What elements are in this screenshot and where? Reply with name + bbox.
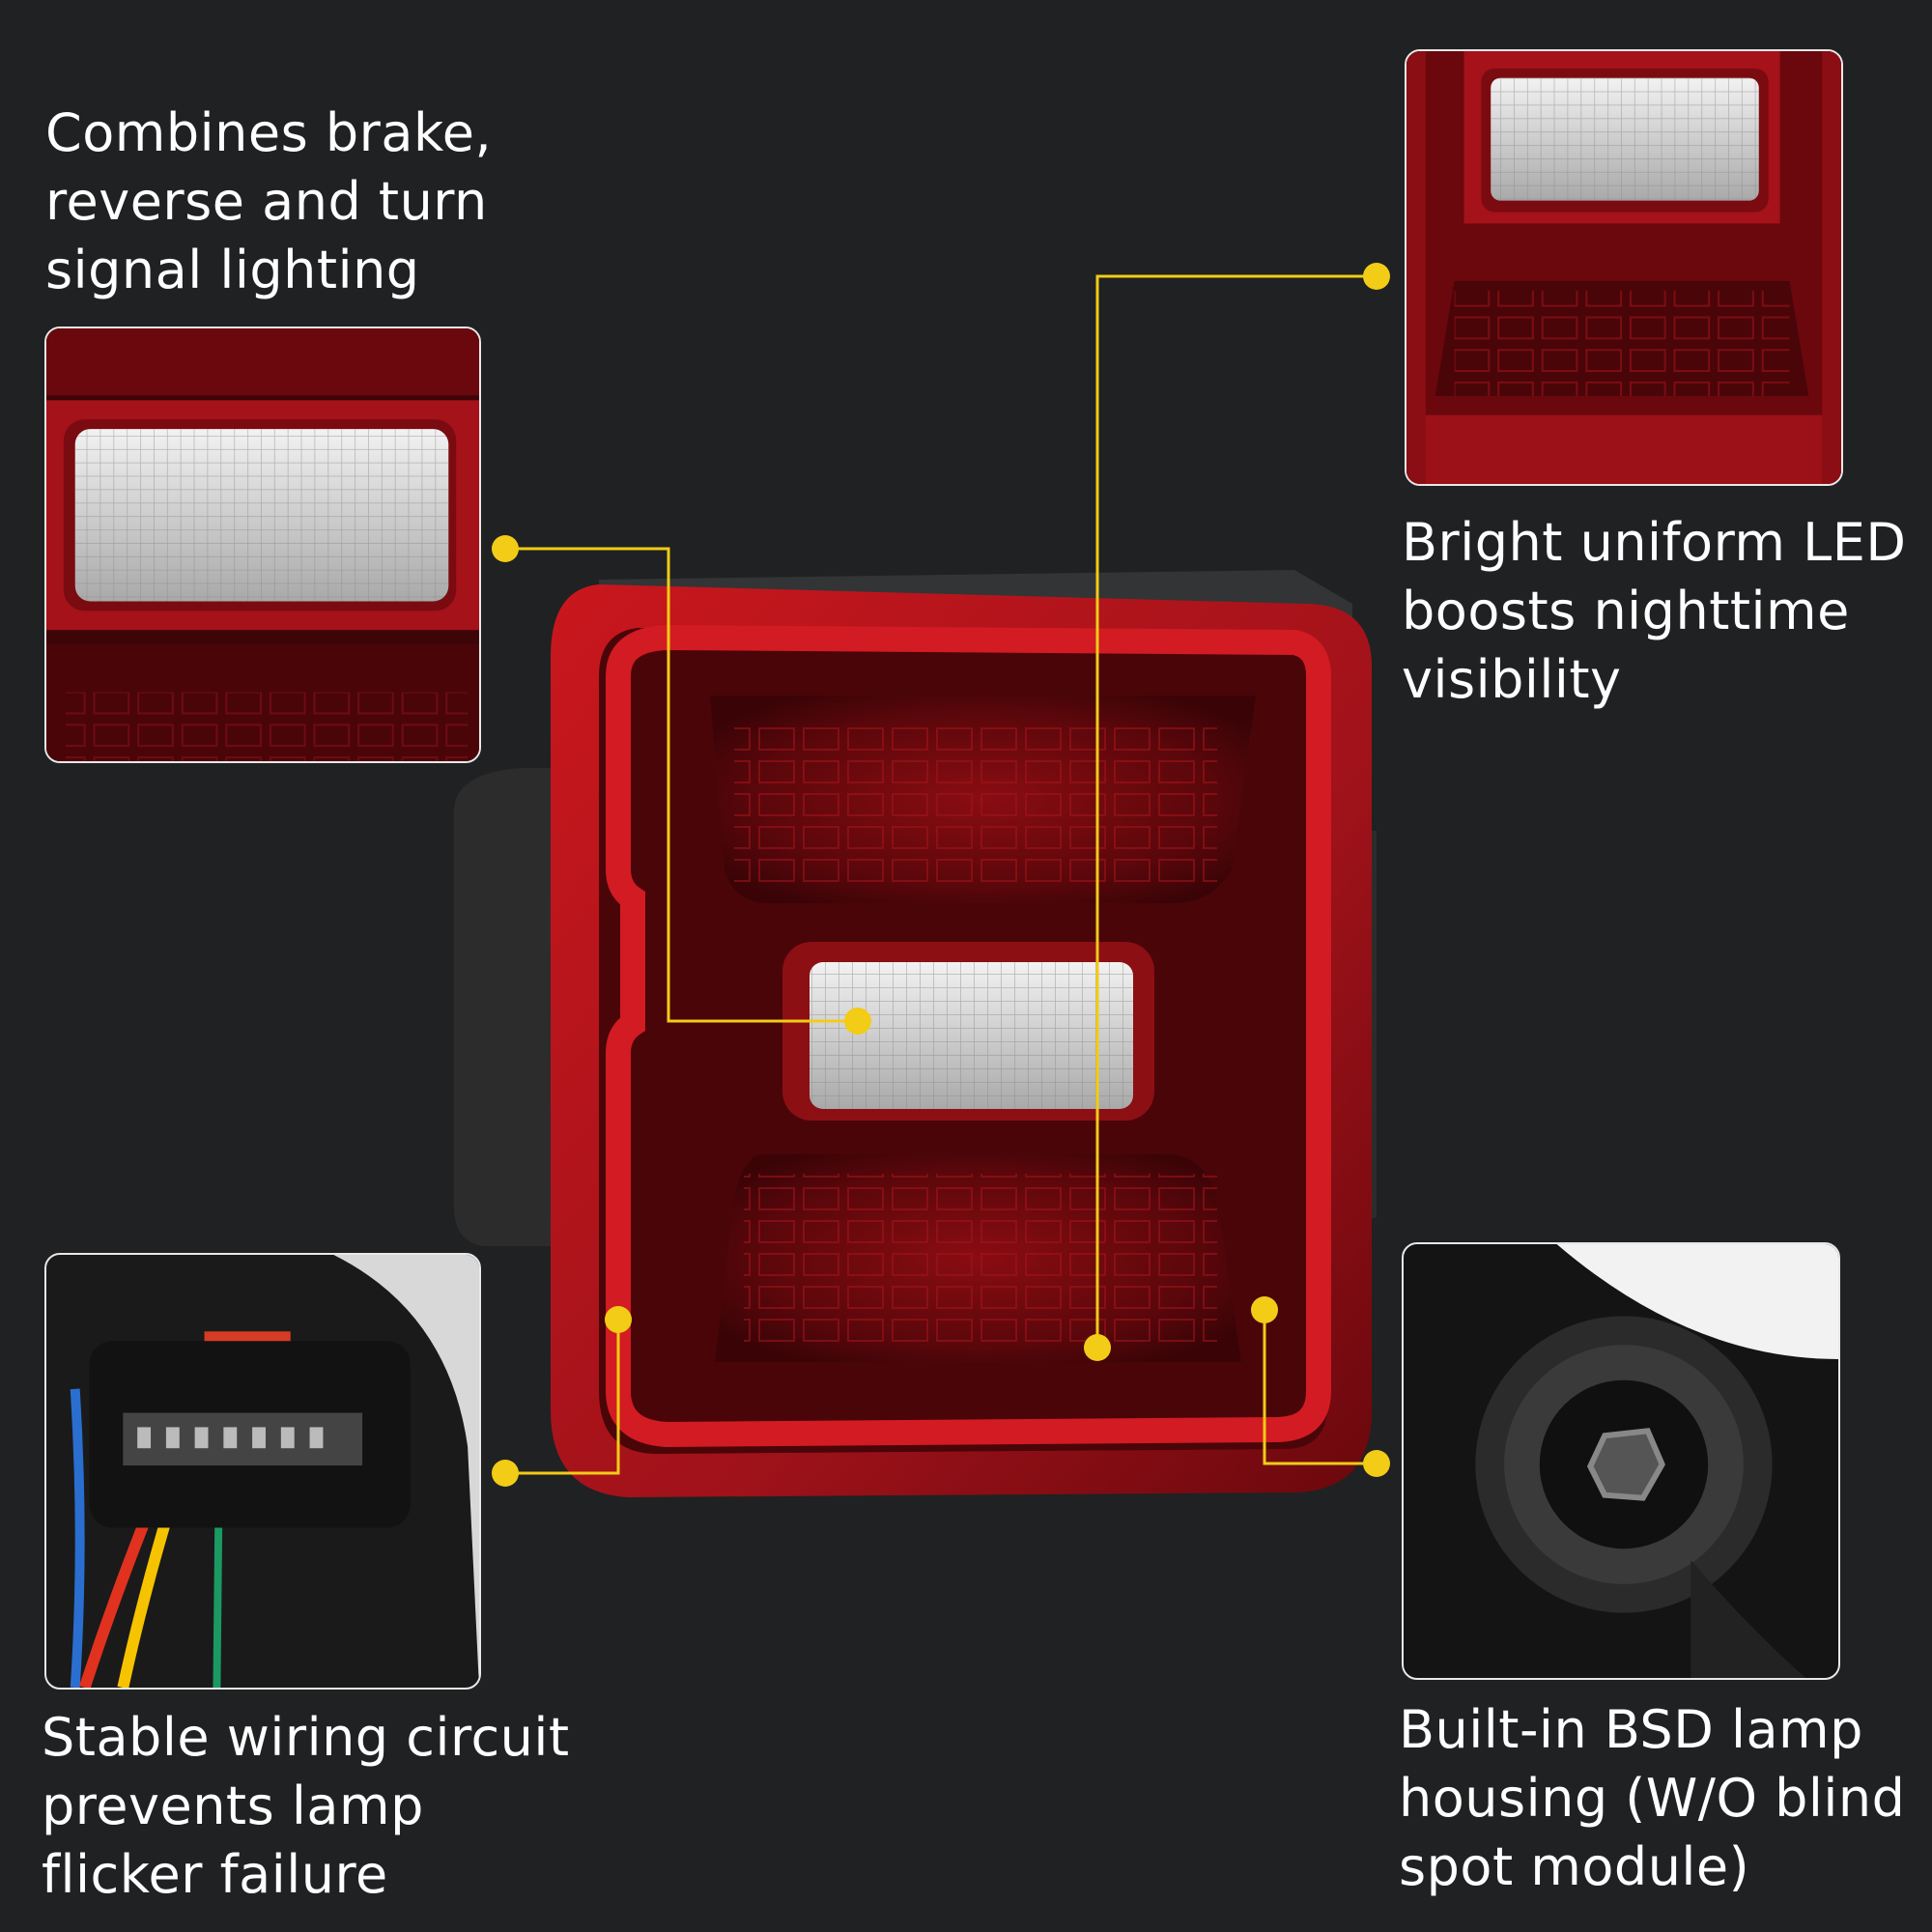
- caption-line: Combines brake,: [45, 102, 493, 163]
- caption-line: spot module): [1399, 1836, 1750, 1897]
- reverse-lens-closeup: [44, 327, 481, 763]
- caption-line: Built-in BSD lamp: [1399, 1699, 1863, 1760]
- caption-line: Stable wiring circuit: [42, 1707, 570, 1768]
- caption-bright-led: Bright uniform LED boosts nighttime visi…: [1402, 508, 1906, 714]
- caption-line: signal lighting: [45, 240, 420, 300]
- caption-line: flicker failure: [42, 1844, 388, 1905]
- caption-line: visibility: [1402, 649, 1622, 710]
- caption-line: Bright uniform LED: [1402, 512, 1907, 573]
- caption-combines-lighting: Combines brake, reverse and turn signal …: [45, 99, 492, 304]
- caption-bsd-housing: Built-in BSD lamp housing (W/O blind spo…: [1399, 1695, 1905, 1901]
- caption-line: boosts nighttime: [1402, 581, 1850, 641]
- caption-stable-wiring: Stable wiring circuit prevents lamp flic…: [42, 1703, 570, 1909]
- caption-line: prevents lamp: [42, 1776, 424, 1836]
- bsd-housing-closeup: [1402, 1242, 1840, 1680]
- wiring-connector-closeup: [44, 1253, 481, 1690]
- caption-line: housing (W/O blind: [1399, 1768, 1906, 1829]
- lamp-housing: [454, 768, 555, 1246]
- led-closeup: [1405, 49, 1843, 486]
- caption-line: reverse and turn: [45, 171, 488, 232]
